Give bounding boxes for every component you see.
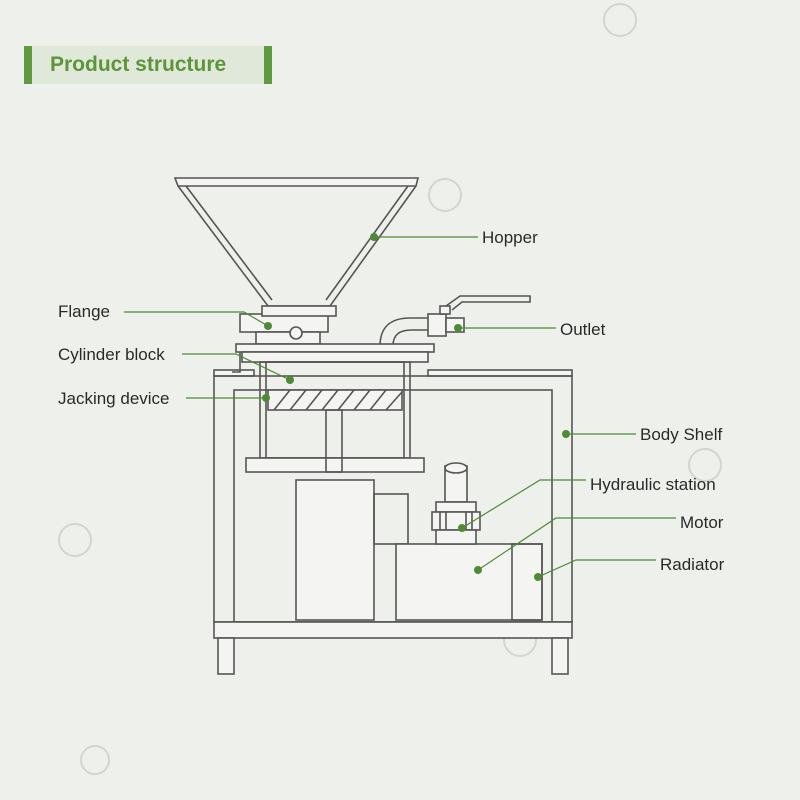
radiator-leader: [534, 559, 656, 581]
label-body-shelf: Body Shelf: [640, 425, 722, 444]
hopper-part: [173, 177, 420, 307]
label-outlet: Outlet: [560, 320, 606, 339]
flange-leader: [124, 311, 272, 330]
outlet-part: [379, 295, 531, 347]
part-labels: Hopper Flange Outlet Cylinder block Jack…: [58, 228, 725, 574]
watermark-logos: [58, 3, 722, 775]
label-flange: Flange: [58, 302, 110, 321]
body-shelf-leader: [562, 430, 636, 438]
label-radiator: Radiator: [660, 555, 725, 574]
cylinder-block-leader: [182, 353, 294, 384]
jacking-device-leader: [186, 394, 270, 402]
label-cylinder-block: Cylinder block: [58, 345, 165, 364]
body-shelf-frame: [213, 369, 573, 675]
cylinder-block-part: [232, 343, 435, 473]
section-title: Product structure: [50, 53, 227, 76]
hydraulic-station-leader: [458, 479, 586, 532]
section-title-banner: Product structure: [24, 46, 272, 84]
hydraulic-station-box: [395, 543, 543, 621]
label-hopper: Hopper: [482, 228, 538, 247]
machine-drawing: [173, 177, 573, 675]
label-motor: Motor: [680, 513, 724, 532]
cabinet-box: [295, 479, 375, 621]
motor-leader: [474, 517, 676, 574]
radiator-box: [511, 543, 543, 621]
motor-part: [431, 462, 481, 545]
hopper-leader: [370, 233, 478, 241]
label-hydraulic-station: Hydraulic station: [590, 475, 716, 494]
leader-lines: [124, 233, 676, 581]
jacking-device-part: [267, 389, 403, 473]
cabinet-side: [373, 493, 409, 545]
outlet-leader: [454, 324, 556, 332]
label-jacking-device: Jacking device: [58, 389, 170, 408]
